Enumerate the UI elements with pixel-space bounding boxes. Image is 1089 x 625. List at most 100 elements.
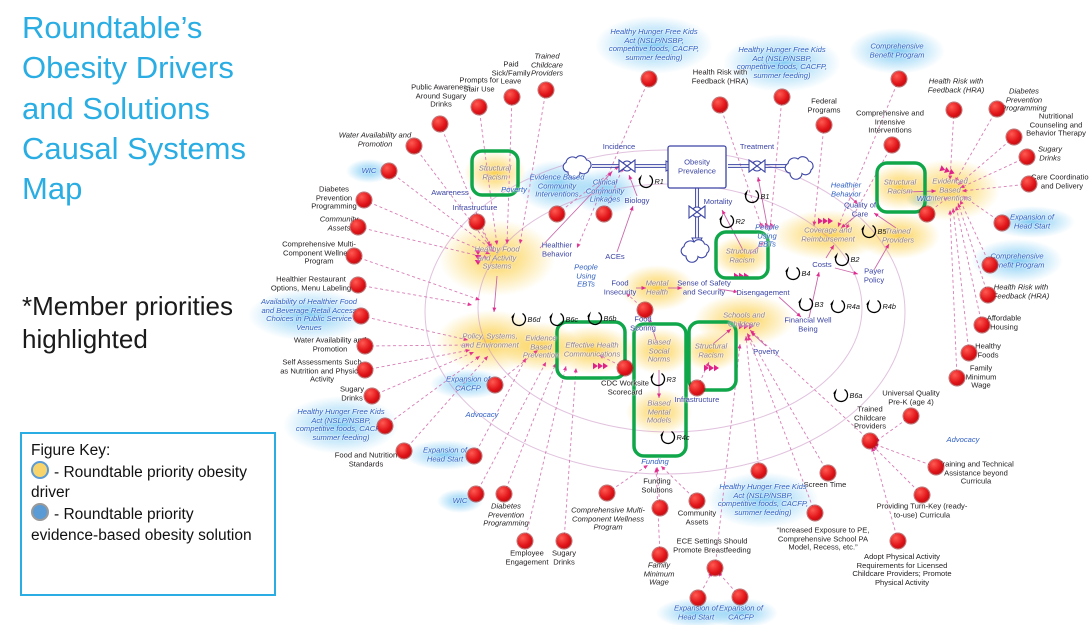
comprehensive-multi-component-wellness-progr: Comprehensive Multi-Component Wellness P… bbox=[571, 505, 645, 532]
health-risk-with-feedback-hra: Health Risk with Feedback (HRA) bbox=[927, 76, 985, 94]
diabetes-prevention-programming-node-dot bbox=[989, 101, 1005, 117]
paid-sick-family-leave-node-dot bbox=[504, 89, 520, 105]
priority-highlight-box-0 bbox=[470, 149, 520, 197]
loop-r4a-icon bbox=[830, 299, 846, 314]
biased-mental-models: Biased Mental Models bbox=[646, 398, 672, 425]
mortality: Mortality bbox=[703, 196, 733, 206]
infrastructure: Infrastructure bbox=[452, 202, 498, 212]
svg-text:R3: R3 bbox=[667, 375, 676, 384]
people-using-ebts: People Using EBTs bbox=[755, 222, 779, 249]
trained-providers: Trained Providers bbox=[881, 226, 915, 244]
financial-well-being: Financial Well Being bbox=[784, 315, 832, 333]
figure-key-solution-label: - Roundtable priority evidence-based obe… bbox=[31, 506, 252, 544]
diabetes-prevention-programming: Diabetes Prevention Programming bbox=[311, 184, 357, 211]
wic: WIC bbox=[916, 193, 932, 203]
mental-health: Mental Health bbox=[645, 278, 669, 296]
structural-racism: Structural Racism bbox=[694, 341, 728, 359]
obesity-prevalence-stock bbox=[667, 145, 727, 189]
comprehensive-benefit-program: Comprehensive Benefit Program bbox=[869, 41, 925, 59]
healthy-hunger-free-kids-act-nslp-nsbp-compe-highlight bbox=[595, 16, 713, 74]
healthy-hunger-free-kids-act-nslp-nsbp-compe-highlight bbox=[707, 472, 819, 528]
figure-key-item-driver: - Roundtable priority obesity driver bbox=[31, 461, 265, 503]
providing-turn-key-ready-to-use-curricula: Providing Turn-Key (ready-to-use) Curric… bbox=[876, 501, 968, 519]
paid-sick-family-leave: Paid Sick/Family Leave bbox=[491, 59, 531, 86]
expansion-of-head-start-node-dot bbox=[994, 215, 1010, 231]
comprehensive-benefit-program: Comprehensive Benefit Program bbox=[989, 251, 1045, 269]
obesity-prevalence: Obesity Prevalence bbox=[678, 157, 716, 175]
healthy-hunger-free-kids-act-nslp-nsbp-compe-node-dot bbox=[377, 418, 393, 434]
slide-title: Roundtable’s Obesity Drivers and Solutio… bbox=[22, 10, 246, 207]
svg-text:B1: B1 bbox=[761, 192, 770, 201]
expansion-of-cacfp: Expansion of CACFP bbox=[719, 603, 763, 621]
universal-quality-pre-k-age-4: Universal Quality Pre-K (age 4) bbox=[882, 388, 940, 406]
treatment: Treatment bbox=[739, 141, 775, 151]
wic: WIC bbox=[361, 165, 377, 175]
wic-node-dot bbox=[919, 206, 935, 222]
family-minimum-wage-node-dot bbox=[652, 547, 668, 563]
clinical-community-linkages-node-dot bbox=[596, 206, 612, 222]
affordable-housing-node-dot bbox=[974, 317, 990, 333]
healthy-hunger-free-kids-act-nslp-nsbp-compe-node-dot bbox=[751, 463, 767, 479]
water-availability-and-promotion-node-dot bbox=[406, 138, 422, 154]
healthier-behavior: Healthier Behavior bbox=[830, 180, 862, 198]
availability-of-healthier-food-and-beverage-: Availability of Healthier Food and Bever… bbox=[260, 297, 358, 332]
svg-text:B6d: B6d bbox=[528, 315, 542, 324]
food-insecurity: Food Insecurity bbox=[603, 278, 637, 296]
adopt-physical-activity-requirements-for-lic: Adopt Physical Activity Requirements for… bbox=[852, 552, 952, 587]
expansion-of-head-start: Expansion of Head Start bbox=[674, 603, 718, 621]
community-assets-node-dot bbox=[350, 219, 366, 235]
comprehensive-benefit-program-highlight bbox=[849, 28, 945, 74]
community-assets: Community Assets bbox=[319, 214, 359, 232]
food-and-nutrition-standards: Food and Nutrition Standards bbox=[334, 450, 398, 468]
health-risk-with-feedback-hra-node-dot bbox=[946, 102, 962, 118]
public-awareness-around-sugary-drinks-node-dot bbox=[432, 116, 448, 132]
sugary-drinks-node-dot bbox=[364, 388, 380, 404]
comprehensive-multi-component-wellness-progr-node-dot bbox=[346, 248, 362, 264]
wic-node-dot bbox=[381, 163, 397, 179]
biology: Biology bbox=[624, 195, 650, 205]
community-assets-node-dot bbox=[689, 493, 705, 509]
svg-text:R4a: R4a bbox=[847, 302, 860, 311]
healthy-food-and-activity-systems-highlight bbox=[439, 220, 555, 296]
training-and-technical-assistance-beyond-cur: Training and Technical Assistance beyond… bbox=[938, 459, 1014, 486]
providing-turn-key-ready-to-use-curricula-node-dot bbox=[914, 487, 930, 503]
evidenced-based-interventions: Evidenced Based Interventions bbox=[928, 176, 972, 203]
ece-settings-should-promote-breastfeeding: ECE Settings Should Promote Breastfeedin… bbox=[673, 536, 751, 554]
employee-engagement: Employee Engagement bbox=[505, 548, 549, 566]
figure-key-heading: Figure Key: bbox=[31, 442, 111, 459]
screen-time: Screen Time bbox=[803, 479, 847, 489]
figure-key-driver-label: - Roundtable priority obesity driver bbox=[31, 464, 247, 502]
evidence-based-prevention: Evidence Based Prevention bbox=[522, 333, 560, 360]
employee-engagement-node-dot bbox=[517, 533, 533, 549]
figure-key: Figure Key: - Roundtable priority obesit… bbox=[20, 432, 276, 596]
trained-childcare-providers-node-dot bbox=[538, 82, 554, 98]
svg-text:R2: R2 bbox=[736, 217, 745, 226]
funding-solutions: Funding Solutions bbox=[641, 476, 673, 494]
loop-b2-icon bbox=[834, 252, 850, 267]
loop-r2-icon bbox=[719, 214, 735, 229]
priority-highlight-box-2 bbox=[875, 161, 927, 214]
sugary-drinks: Sugary Drinks bbox=[551, 548, 577, 566]
svg-text:B3: B3 bbox=[815, 300, 824, 309]
care-coordination-and-delivery-node-dot bbox=[1021, 176, 1037, 192]
svg-text:R4c: R4c bbox=[677, 433, 690, 442]
policy-systems-and-environment: Policy, Systems, and Environment bbox=[461, 331, 519, 349]
loop-b6c-icon bbox=[549, 312, 565, 327]
increased-exposure-to-pe-comprehensive-schoo-node-dot bbox=[807, 505, 823, 521]
figure-key-item-solution: - Roundtable priority evidence-based obe… bbox=[31, 503, 265, 545]
healthy-hunger-free-kids-act-nslp-nsbp-compe-node-dot bbox=[774, 89, 790, 105]
comprehensive-and-intensive-interventions: Comprehensive and Intensive Intervention… bbox=[856, 108, 924, 135]
expansion-of-cacfp: Expansion of CACFP bbox=[446, 374, 490, 392]
expansion-of-head-start-node-dot bbox=[690, 590, 706, 606]
priority-highlight-box-1 bbox=[714, 230, 770, 280]
family-minimum-wage-node-dot bbox=[949, 370, 965, 386]
svg-text:R1: R1 bbox=[655, 177, 664, 186]
poverty: Poverty bbox=[501, 184, 527, 194]
healthy-hunger-free-kids-act-nslp-nsbp-compe: Healthy Hunger Free Kids Act (NSLP/NSBP,… bbox=[295, 407, 387, 442]
adopt-physical-activity-requirements-for-lic-node-dot bbox=[890, 533, 906, 549]
aces: ACEs bbox=[605, 251, 625, 261]
diabetes-prevention-programming-node-dot bbox=[496, 486, 512, 502]
priority-solution-swatch-icon bbox=[31, 503, 49, 522]
diabetes-prevention-programming-node-dot bbox=[356, 192, 372, 208]
public-awareness-around-sugary-drinks: Public Awareness Around Sugary Drinks bbox=[411, 82, 471, 109]
